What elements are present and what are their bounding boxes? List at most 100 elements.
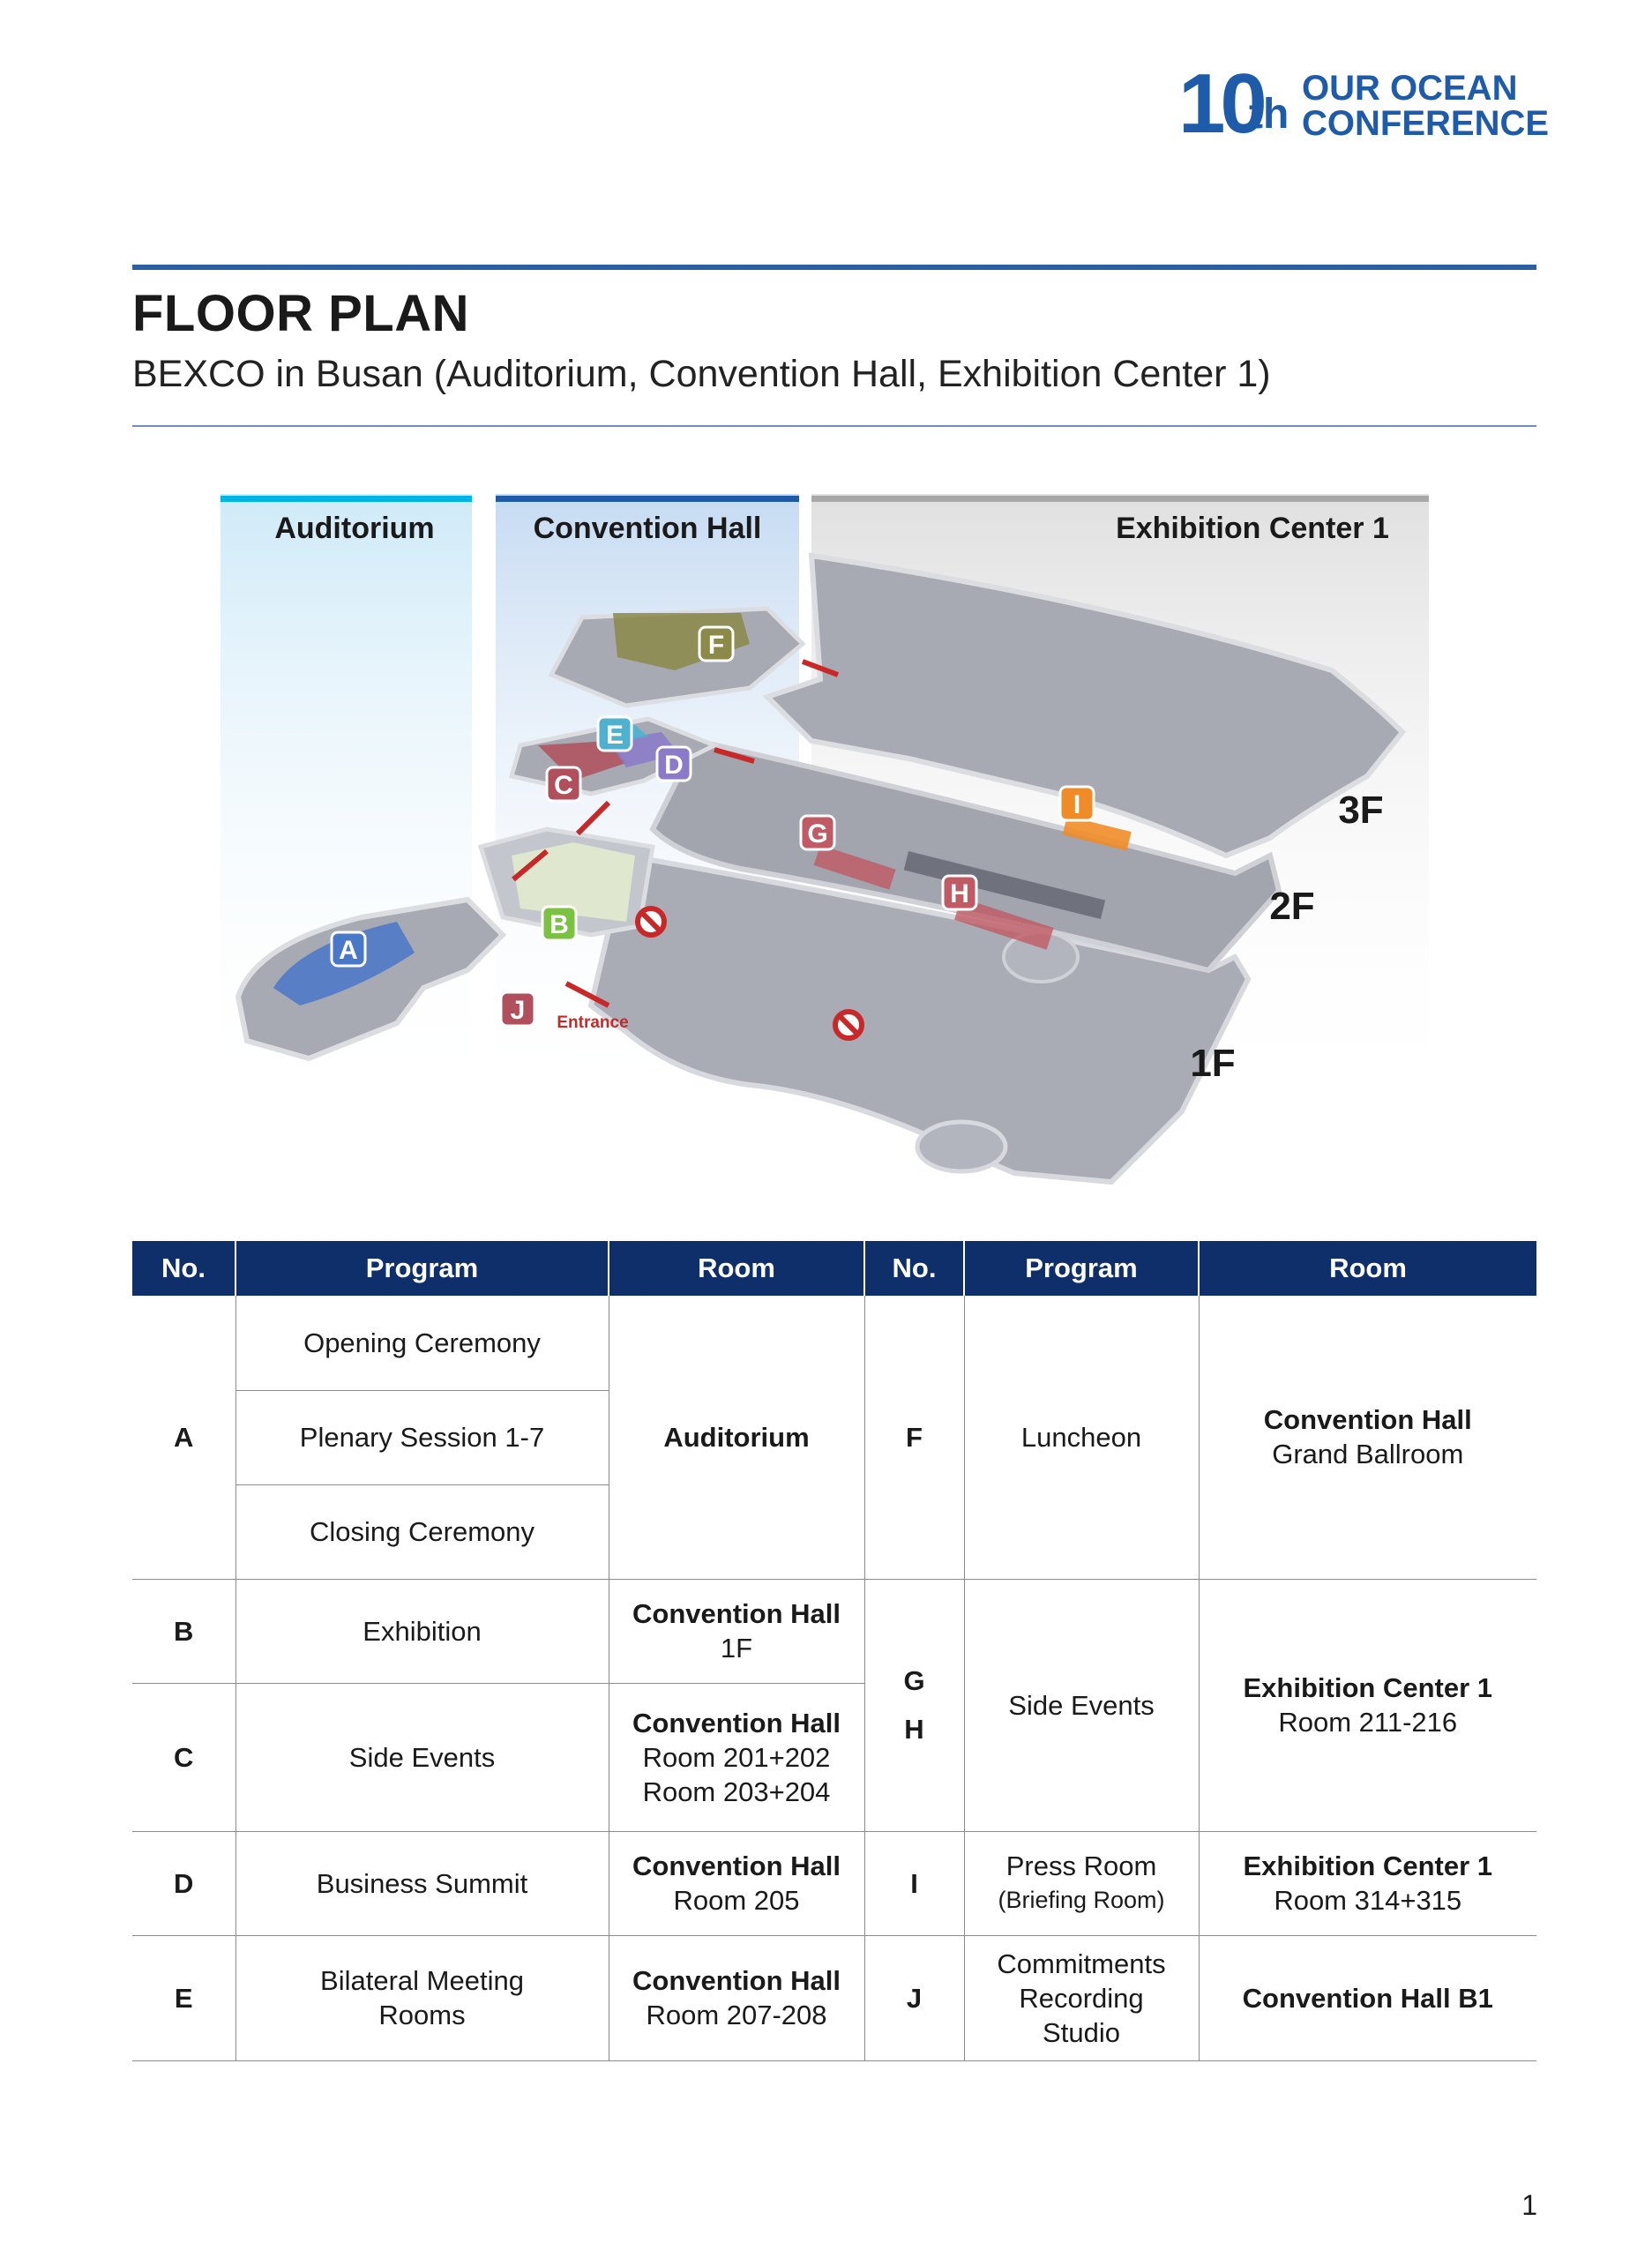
auditorium-zone-band <box>221 496 472 502</box>
header-room: Room <box>608 1241 865 1296</box>
room-line: Room 203+204 <box>642 1776 831 1807</box>
side-event-room-g <box>813 845 896 890</box>
svg-text:B: B <box>549 910 569 939</box>
subtitle-divider <box>132 425 1536 427</box>
marker-c: C <box>545 766 582 803</box>
cell-no: G H <box>863 1579 965 1832</box>
room-line: Room 205 <box>673 1885 800 1916</box>
cell-room: Convention Hall Room 207-208 <box>608 1935 865 2061</box>
cell-program: Luncheon <box>963 1296 1200 1580</box>
table-row: A Opening Ceremony Auditorium F Luncheon… <box>132 1296 1536 1580</box>
cell-program: Plenary Session 1-7 <box>235 1390 609 1485</box>
program-table: No. Program Room No. Program Room A Open… <box>132 1241 1536 2061</box>
table-row: D Business Summit Convention Hall Room 2… <box>132 1831 1536 1936</box>
no-entry-icon <box>833 1009 864 1041</box>
exhibition-3f-floor <box>762 552 1407 859</box>
svg-text:A: A <box>339 936 358 965</box>
top-divider <box>132 265 1536 270</box>
cell-no: B <box>132 1579 236 1684</box>
auditorium-building <box>235 896 507 1062</box>
svg-text:C: C <box>554 771 573 800</box>
marker-e: E <box>596 715 633 752</box>
cell-no: E <box>132 1935 236 2061</box>
side-event-room-h <box>953 898 1054 950</box>
svg-text:E: E <box>606 721 624 750</box>
logo-number: 10 <box>1178 56 1267 151</box>
logo-suffix: th <box>1249 91 1289 138</box>
table-row: Plenary Session 1-7 <box>132 1390 1536 1485</box>
header-program: Program <box>963 1241 1200 1296</box>
room-line: Exhibition Center 1 <box>1243 1851 1492 1881</box>
svg-text:I: I <box>1073 790 1080 819</box>
program-line: Bilateral Meeting <box>320 1965 524 1996</box>
cell-room: Convention Hall Room 201+202 Room 203+20… <box>608 1683 864 1832</box>
cell-room: Convention Hall Room 205 <box>608 1831 865 1936</box>
room-line: Room 211-216 <box>1278 1707 1458 1738</box>
cell-no: J <box>863 1935 965 2061</box>
cell-no: I <box>863 1831 965 1936</box>
no-line: G <box>903 1665 925 1696</box>
svg-text:D: D <box>664 751 684 780</box>
floor-label-3f: 3F <box>1338 789 1383 832</box>
room-line: Grand Ballroom <box>1272 1439 1464 1470</box>
marker-f: F <box>698 625 735 662</box>
conference-logo: 10 th OUR OCEAN CONFERENCE <box>1178 56 1549 151</box>
exhibition-1f-rotunda <box>915 1119 1008 1174</box>
svg-text:F: F <box>708 631 724 660</box>
cell-program: Press Room (Briefing Room) <box>963 1831 1200 1936</box>
table-row: B Exhibition Convention Hall 1F G H Side… <box>132 1579 1536 1832</box>
marker-d: D <box>655 745 692 782</box>
header-room: Room <box>1198 1241 1536 1296</box>
program-line: Commitments <box>997 1948 1166 1979</box>
svg-text:G: G <box>807 819 827 849</box>
svg-text:H: H <box>950 879 969 908</box>
page-title: FLOOR PLAN <box>132 285 469 342</box>
marker-g: G <box>799 814 836 851</box>
exhibition-2f-corridor <box>903 851 1106 919</box>
program-line: Rooms <box>378 2000 466 2030</box>
cell-no: A <box>132 1296 236 1580</box>
logo-line-1: OUR OCEAN <box>1302 69 1518 108</box>
page-subtitle: BEXCO in Busan (Auditorium, Convention H… <box>132 353 1271 395</box>
header-program: Program <box>235 1241 609 1296</box>
cell-program: Business Summit <box>235 1831 609 1936</box>
entrance-label: Entrance <box>557 1013 628 1032</box>
room-line: Convention Hall <box>1263 1404 1472 1436</box>
cell-room: Convention Hall Grand Ballroom <box>1198 1296 1536 1580</box>
access-arrows <box>512 659 840 1008</box>
cell-program: Side Events <box>235 1683 609 1832</box>
exhibition-2f-floor <box>649 737 1282 974</box>
page-number: 1 <box>1521 2189 1537 2221</box>
cell-room: Convention Hall B1 <box>1198 1935 1536 2061</box>
room-line: Room 314+315 <box>1274 1885 1462 1916</box>
cell-program: Exhibition <box>235 1579 609 1684</box>
cell-program: Closing Ceremony <box>235 1484 609 1580</box>
program-line: Studio <box>1043 2016 1120 2048</box>
marker-i: I <box>1058 785 1095 822</box>
header-no: No. <box>132 1241 236 1296</box>
logo-line-2: CONFERENCE <box>1302 104 1550 143</box>
table-row: Closing Ceremony <box>132 1484 1536 1580</box>
zone-label-exhibition-center: Exhibition Center 1 <box>1116 512 1389 545</box>
floor-label-2f: 2F <box>1269 885 1314 928</box>
room-line: Convention Hall <box>632 1965 841 1996</box>
room-line: 1F <box>720 1633 753 1664</box>
room-line: Convention Hall <box>632 1707 841 1738</box>
cell-room: Convention Hall 1F <box>608 1579 865 1684</box>
zone-label-auditorium: Auditorium <box>274 512 434 545</box>
exhibition-b-area <box>512 842 635 922</box>
cell-room: Exhibition Center 1 Room 211-216 <box>1198 1579 1536 1832</box>
marker-b: B <box>541 905 578 942</box>
cell-program: Bilateral Meeting Rooms <box>235 1935 609 2061</box>
program-line: (Briefing Room) <box>998 1887 1165 1913</box>
cell-program: Commitments Recording Studio <box>963 1935 1200 2061</box>
cell-no: D <box>132 1831 236 1936</box>
zone-label-convention-hall: Convention Hall <box>534 512 762 545</box>
svg-text:J: J <box>511 996 526 1025</box>
press-room-i <box>1062 816 1132 851</box>
floor-plan-map: Auditorium Convention Hall Exhibition Ce… <box>221 494 1429 1185</box>
no-line: H <box>904 1714 924 1745</box>
convention-zone-band <box>496 496 799 502</box>
cell-program: Side Events <box>963 1579 1200 1832</box>
room-line: Convention Hall <box>632 1598 841 1629</box>
